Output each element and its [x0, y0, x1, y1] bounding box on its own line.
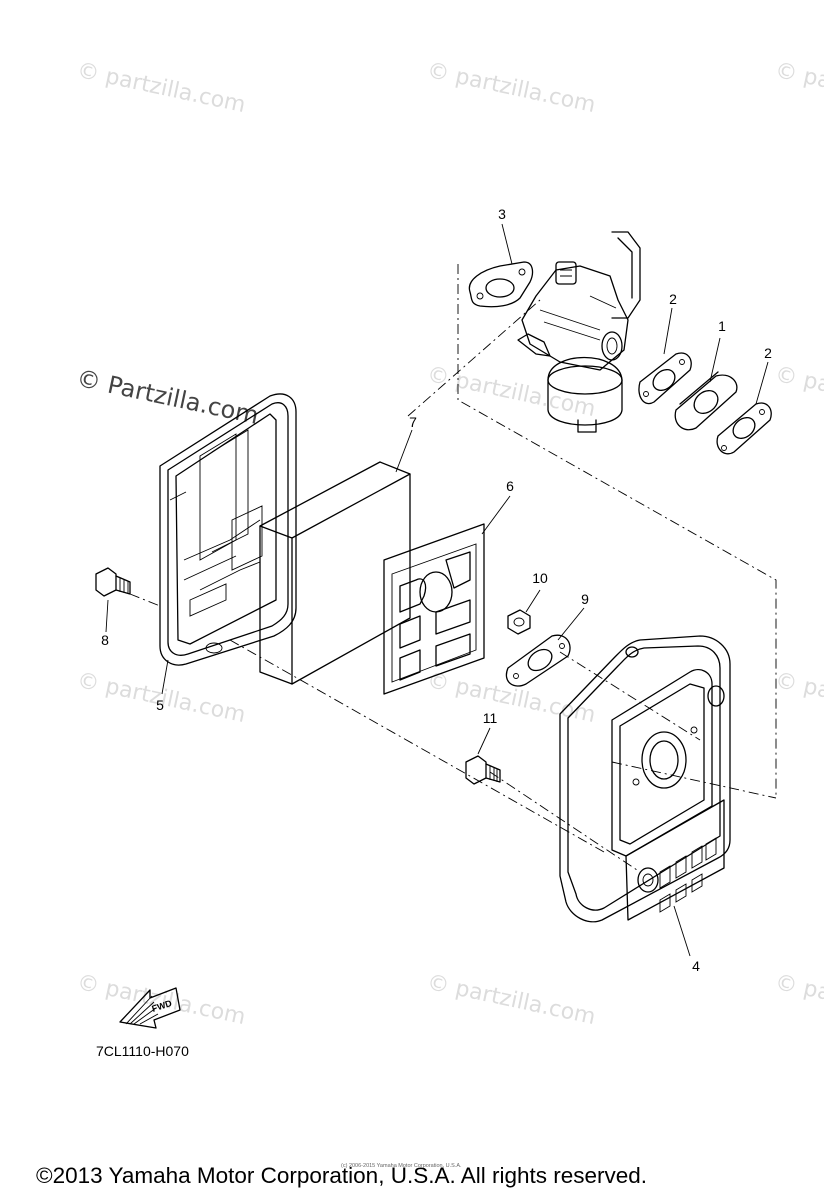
callout-6: 6	[506, 478, 514, 494]
callout-9: 9	[581, 591, 589, 607]
air-cleaner-case-5	[159, 393, 297, 666]
carburetor	[517, 231, 641, 433]
callout-2a: 2	[669, 291, 677, 307]
callout-11: 11	[482, 710, 498, 726]
gasket-2a	[638, 352, 692, 405]
diagram-code: 7CL1110-H070	[96, 1043, 189, 1059]
callout-8: 8	[101, 632, 109, 648]
gasket-2b	[716, 402, 772, 455]
callout-4: 4	[692, 958, 700, 974]
insulator-1	[674, 371, 738, 431]
element-holder-6	[383, 523, 485, 695]
air-filter-element-7	[259, 461, 411, 685]
callout-3: 3	[498, 206, 506, 222]
bolt-8	[95, 567, 131, 597]
assembly-line-bolt11	[489, 771, 641, 873]
nut-10	[507, 609, 531, 635]
callout-7: 7	[409, 414, 417, 430]
assembly-line-gasket	[559, 651, 701, 741]
muffler-4	[559, 635, 731, 923]
assembly-line-top	[407, 299, 541, 417]
assembly-line-bolt8	[129, 593, 161, 607]
callout-2b: 2	[764, 345, 772, 361]
bolt-11	[465, 755, 501, 785]
small-print: (c) 2006-2015 Yamaha Motor Corporation, …	[341, 1163, 462, 1169]
leader-lines	[105, 223, 769, 957]
assembly-line-carb	[457, 264, 777, 798]
fwd-arrow-icon: FWD	[119, 987, 181, 1029]
callout-5: 5	[156, 697, 164, 713]
assembly-line-muffler	[611, 761, 777, 799]
callout-10: 10	[532, 570, 548, 586]
fwd-label: FWD	[151, 998, 174, 1014]
assembly-line-lower	[229, 639, 605, 853]
gasket-3	[468, 261, 534, 308]
copyright-footer: ©2013 Yamaha Motor Corporation, U.S.A. A…	[36, 1163, 648, 1188]
gasket-9	[505, 634, 571, 687]
callout-1: 1	[718, 318, 726, 334]
